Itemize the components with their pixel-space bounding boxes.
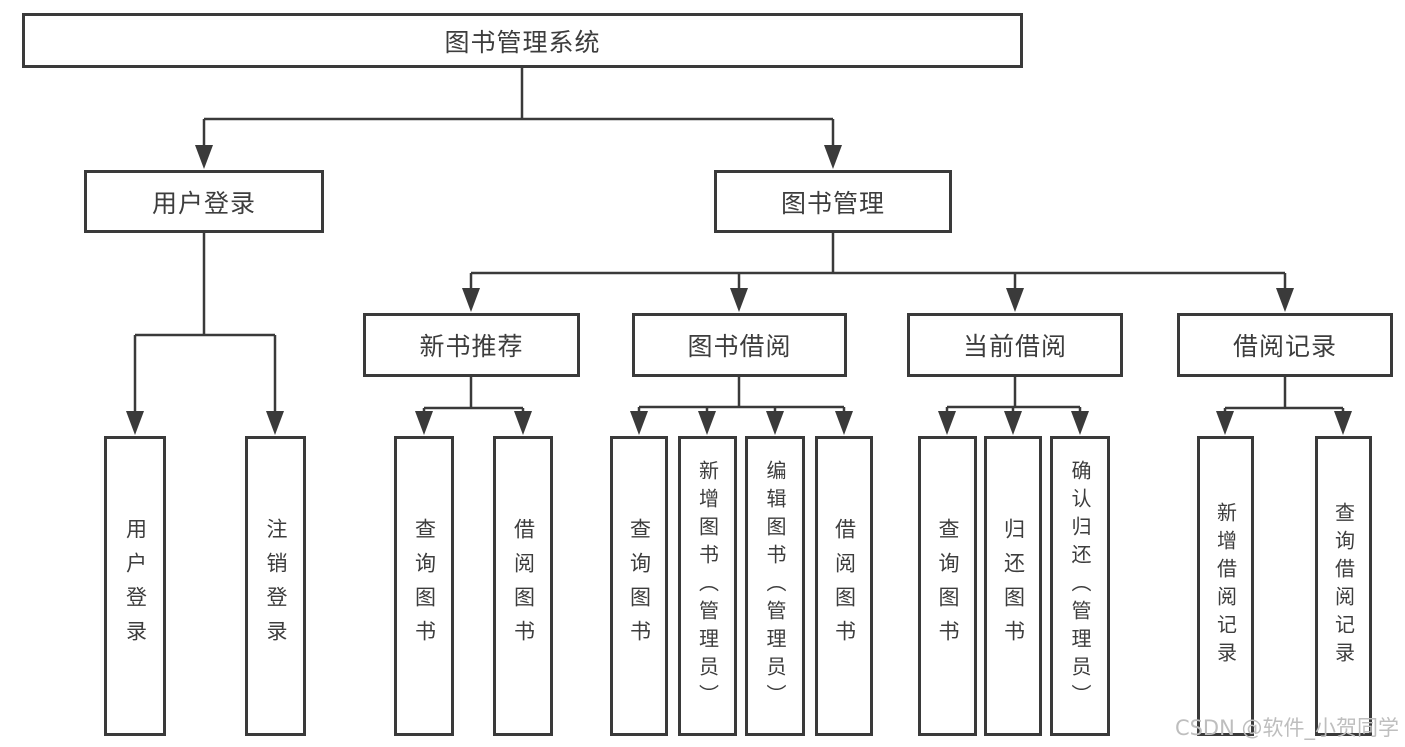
arrow-down-icon bbox=[195, 145, 213, 169]
arrow-down-icon bbox=[1216, 411, 1234, 435]
node-current-borrowing: 当前借阅 bbox=[907, 313, 1123, 377]
node-label: 查询借阅记录 bbox=[1331, 502, 1356, 670]
node-label: 图书借阅 bbox=[687, 332, 792, 361]
arrow-down-icon bbox=[415, 411, 433, 435]
node-leaf-borrow-books: 借阅图书 bbox=[493, 436, 553, 736]
connector-borrowrecords-to-leaves bbox=[1223, 377, 1345, 416]
node-root-system: 图书管理系统 bbox=[22, 13, 1023, 68]
node-leaf-query-borrow-record: 查询借阅记录 bbox=[1315, 436, 1372, 736]
node-label: 确认归还（管理员） bbox=[1068, 460, 1092, 712]
arrow-down-icon bbox=[126, 411, 144, 435]
node-leaf-query-books: 查询图书 bbox=[610, 436, 668, 736]
node-label: 用户登录 bbox=[151, 188, 256, 218]
node-leaf-confirm-return-admin: 确认归还（管理员） bbox=[1050, 436, 1110, 736]
arrow-down-icon bbox=[266, 411, 284, 435]
node-leaf-query-books: 查询图书 bbox=[918, 436, 977, 736]
arrow-down-icon bbox=[824, 145, 842, 169]
node-label: 当前借阅 bbox=[962, 332, 1067, 361]
arrow-down-icon bbox=[1276, 288, 1294, 312]
node-label: 借阅记录 bbox=[1232, 332, 1337, 361]
node-leaf-add-books-admin: 新增图书（管理员） bbox=[678, 436, 737, 736]
arrowheads bbox=[126, 145, 1352, 435]
node-label: 查询图书 bbox=[627, 518, 652, 654]
node-label: 图书管理系统 bbox=[444, 27, 601, 57]
node-leaf-add-borrow-record: 新增借阅记录 bbox=[1197, 436, 1254, 736]
node-leaf-logout: 注销登录 bbox=[245, 436, 306, 736]
node-leaf-user-login: 用户登录 bbox=[104, 436, 166, 736]
arrow-down-icon bbox=[1334, 411, 1352, 435]
node-label: 查询图书 bbox=[412, 518, 437, 654]
node-label: 借阅图书 bbox=[832, 518, 857, 654]
node-label: 新书推荐 bbox=[419, 332, 524, 361]
arrow-down-icon bbox=[462, 288, 480, 312]
node-label: 新增图书（管理员） bbox=[695, 460, 720, 712]
connector-newbooks-to-leaves bbox=[422, 377, 525, 416]
arrow-down-icon bbox=[730, 288, 748, 312]
node-book-borrowing: 图书借阅 bbox=[632, 313, 847, 377]
arrow-down-icon bbox=[766, 411, 784, 435]
node-leaf-return-books: 归还图书 bbox=[984, 436, 1042, 736]
connector-root-to-level2 bbox=[202, 68, 835, 147]
arrow-down-icon bbox=[1004, 411, 1022, 435]
csdn-watermark: CSDN @软件_小贺同学 bbox=[1174, 716, 1399, 740]
node-new-book-recommend: 新书推荐 bbox=[363, 313, 580, 377]
arrow-down-icon bbox=[938, 411, 956, 435]
connector-currentborrow-to-leaves bbox=[945, 377, 1082, 416]
node-label: 借阅图书 bbox=[511, 518, 536, 654]
node-book-management-module: 图书管理 bbox=[714, 170, 952, 233]
node-label: 查询图书 bbox=[936, 518, 960, 654]
arrow-down-icon bbox=[630, 411, 648, 435]
arrow-down-icon bbox=[698, 411, 716, 435]
node-label: 新增借阅记录 bbox=[1213, 502, 1238, 670]
connector-userlogin-to-leaves bbox=[133, 233, 277, 416]
node-borrowing-records: 借阅记录 bbox=[1177, 313, 1393, 377]
node-label: 注销登录 bbox=[264, 518, 288, 654]
node-label: 图书管理 bbox=[780, 188, 885, 218]
connector-lines bbox=[133, 68, 1345, 416]
node-leaf-borrow-books: 借阅图书 bbox=[815, 436, 873, 736]
connector-bookborrow-to-leaves bbox=[637, 377, 846, 416]
node-user-login-module: 用户登录 bbox=[84, 170, 324, 233]
arrow-down-icon bbox=[1006, 288, 1024, 312]
node-leaf-query-books: 查询图书 bbox=[394, 436, 454, 736]
node-label: 归还图书 bbox=[1001, 518, 1026, 654]
connector-bookmgmt-to-level3 bbox=[469, 233, 1287, 290]
arrow-down-icon bbox=[514, 411, 532, 435]
node-leaf-edit-books-admin: 编辑图书（管理员） bbox=[745, 436, 805, 736]
arrow-down-icon bbox=[835, 411, 853, 435]
node-label: 编辑图书（管理员） bbox=[763, 460, 787, 712]
arrow-down-icon bbox=[1071, 411, 1089, 435]
node-label: 用户登录 bbox=[123, 518, 148, 654]
